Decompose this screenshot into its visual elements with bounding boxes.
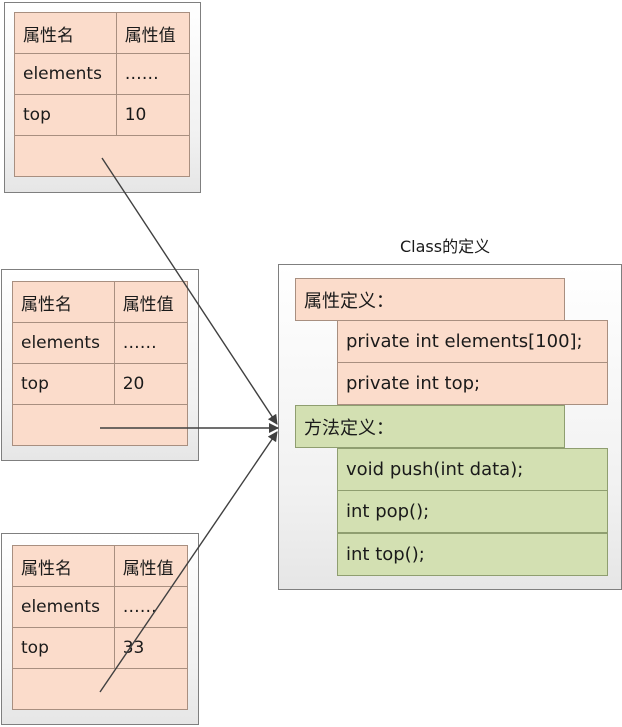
header-name: 属性名 (12, 545, 115, 587)
method-heading: 方法定义： (295, 405, 565, 448)
field-name: top (14, 94, 117, 136)
header-name: 属性名 (14, 12, 117, 54)
attr-item: private int elements[100]; (337, 320, 608, 363)
field-name: elements (12, 322, 115, 364)
empty-row (12, 668, 188, 710)
header-value: 属性值 (113, 281, 189, 323)
method-item: int top(); (337, 533, 608, 576)
field-name: elements (14, 53, 117, 95)
empty-row (12, 404, 188, 446)
arrow-object1-to-class (101, 157, 278, 425)
field-value: 10 (115, 94, 191, 136)
field-value: …… (115, 53, 191, 95)
field-name: elements (12, 586, 115, 628)
attr-item: private int top; (337, 362, 608, 405)
field-value: …… (113, 322, 189, 364)
method-item: void push(int data); (337, 448, 608, 491)
method-item: int pop(); (337, 490, 608, 533)
field-name: top (12, 363, 115, 405)
field-value: 20 (113, 363, 189, 405)
empty-row (14, 135, 190, 177)
field-value: …… (113, 586, 189, 628)
header-value: 属性值 (115, 12, 191, 54)
header-name: 属性名 (12, 281, 115, 323)
field-value: 33 (113, 627, 189, 669)
arrow-object3-to-class (99, 431, 278, 693)
attr-heading: 属性定义： (295, 278, 565, 321)
class-title: Class的定义 (400, 237, 491, 256)
